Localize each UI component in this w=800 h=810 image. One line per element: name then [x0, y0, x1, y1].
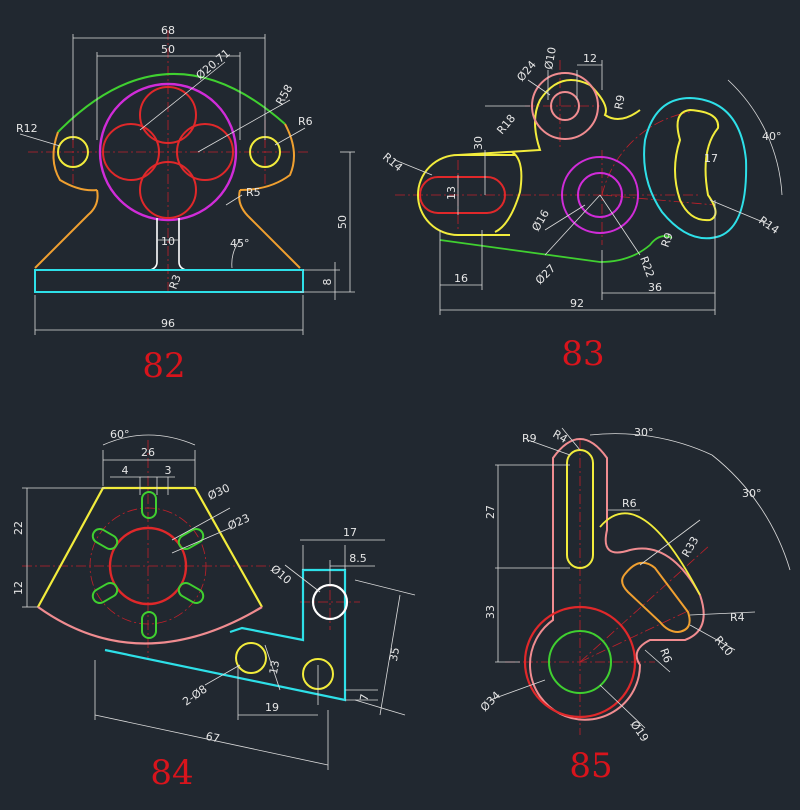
fig83-bottom-tangent — [439, 235, 673, 263]
fig85-dim-33: 33 — [484, 605, 497, 619]
fig85-dim-30deg-a: 30° — [634, 426, 654, 439]
fig84-dim-60deg: 60° — [110, 428, 130, 441]
fig84-dim-26: 26 — [141, 446, 155, 459]
fig83-center-lines — [395, 60, 716, 245]
fig83-kidney-slot — [674, 108, 720, 222]
fig85-small-circle — [548, 630, 612, 694]
figure-82-number: 82 — [142, 346, 185, 386]
fig83-center-circle-inner — [577, 172, 623, 218]
figure-85: R9 R4 30° 30° 27 R6 R33 33 R4 R10 R6 Ø34… — [478, 426, 791, 786]
fig84-fan-arc — [37, 606, 263, 645]
fig85-dim-r9: R9 — [522, 432, 537, 445]
fig82-right-lug — [239, 123, 295, 191]
fig83-left-arc — [417, 154, 459, 236]
fig83-center-circle-outer — [561, 156, 639, 234]
fig84-dim-12: 12 — [12, 581, 25, 595]
fig84-dim-17: 17 — [343, 526, 357, 539]
fig85-angled-slot — [621, 561, 691, 634]
fig82-dim-8: 8 — [321, 279, 334, 286]
fig83-left-inner — [494, 151, 523, 233]
figure-85-number: 85 — [569, 746, 612, 786]
fig83-dim-17: 17 — [704, 152, 718, 165]
fig82-dim-96: 96 — [161, 317, 175, 330]
figure-84: 60° 26 4 3 Ø30 22 Ø23 12 17 Ø10 8.5 35 1… — [12, 428, 416, 793]
fig83-dim-30: 30 — [472, 136, 485, 150]
fig83-dim-13: 13 — [445, 186, 458, 200]
fig84-dim-22: 22 — [12, 521, 25, 535]
fig82-dim-r3: R3 — [167, 273, 184, 291]
fig83-slot — [419, 176, 506, 214]
fig84-dim-35: 35 — [387, 646, 402, 662]
fig83-dim-16: 16 — [454, 272, 468, 285]
fig83-boss-hole — [550, 91, 580, 121]
fig84-slots — [91, 491, 205, 639]
fig84-small-hole-left — [235, 642, 267, 674]
figure-83-number: 83 — [561, 334, 604, 374]
fig85-dim-r6-top: R6 — [622, 497, 637, 510]
fig83-dim-36: 36 — [648, 281, 662, 294]
fig84-dim-67: 67 — [205, 730, 221, 746]
figure-84-number: 84 — [150, 753, 193, 793]
fig85-dim-r4-right: R4 — [730, 611, 745, 624]
fig82-four-circles — [102, 86, 234, 219]
fig83-dim-r9-bottom: R9 — [659, 231, 676, 249]
fig84-dim-8-5: 8.5 — [349, 552, 367, 565]
fig84-dim-13: 13 — [267, 659, 282, 675]
fig82-dim-68: 68 — [161, 24, 175, 37]
fig84-dim-4: 4 — [122, 464, 129, 477]
fig82-dim-r5: R5 — [246, 186, 261, 199]
fig84-dim-3: 3 — [165, 464, 172, 477]
fig83-boss-outer — [531, 72, 599, 140]
fig85-outline — [529, 438, 705, 721]
fig85-r33-arc — [599, 512, 701, 596]
fig82-r58-arc — [57, 72, 286, 133]
fig82-dim-10: 10 — [161, 235, 175, 248]
fig84-dim-19: 19 — [265, 701, 279, 714]
fig82-dim-lines — [19, 34, 355, 335]
fig83-kidney-outer — [643, 96, 748, 240]
fig83-dim-40deg: 40° — [762, 130, 782, 143]
fig84-fan-top — [37, 486, 263, 608]
fig85-dim-27: 27 — [484, 505, 497, 519]
fig85-dim-r6-bottom: R6 — [657, 647, 674, 665]
fig82-dim-50-height: 50 — [336, 215, 349, 229]
fig82-dim-45deg: 45° — [230, 237, 250, 250]
fig85-dim-r4-top: R4 — [551, 427, 570, 446]
fig82-base — [34, 269, 304, 293]
fig82-main-circle — [98, 82, 238, 222]
fig84-dim-lines — [22, 434, 416, 770]
fig82-right-slope — [238, 189, 301, 269]
fig83-left-straights — [458, 154, 515, 236]
fig83-dim-12: 12 — [583, 52, 597, 65]
fig82-dim-r12: R12 — [16, 122, 38, 135]
fig82-left-slope — [34, 189, 99, 269]
fig82-dim-r6: R6 — [298, 115, 313, 128]
fig82-dim-50-top: 50 — [161, 43, 175, 56]
fig83-dim-92: 92 — [570, 297, 584, 310]
fig84-bracket — [104, 568, 347, 702]
fig85-large-circle — [523, 605, 637, 719]
fig85-dim-lines — [489, 427, 791, 729]
fig82-left-lug — [52, 131, 98, 192]
fig84-dim-7: 7 — [358, 693, 372, 702]
fig83-dim-d10: Ø10 — [542, 46, 559, 71]
fig84-center-hole — [108, 526, 188, 606]
fig85-dim-30deg-b: 30° — [742, 487, 762, 500]
fig83-dim-lines — [394, 60, 783, 315]
fig83-dim-r9-top: R9 — [612, 94, 627, 111]
